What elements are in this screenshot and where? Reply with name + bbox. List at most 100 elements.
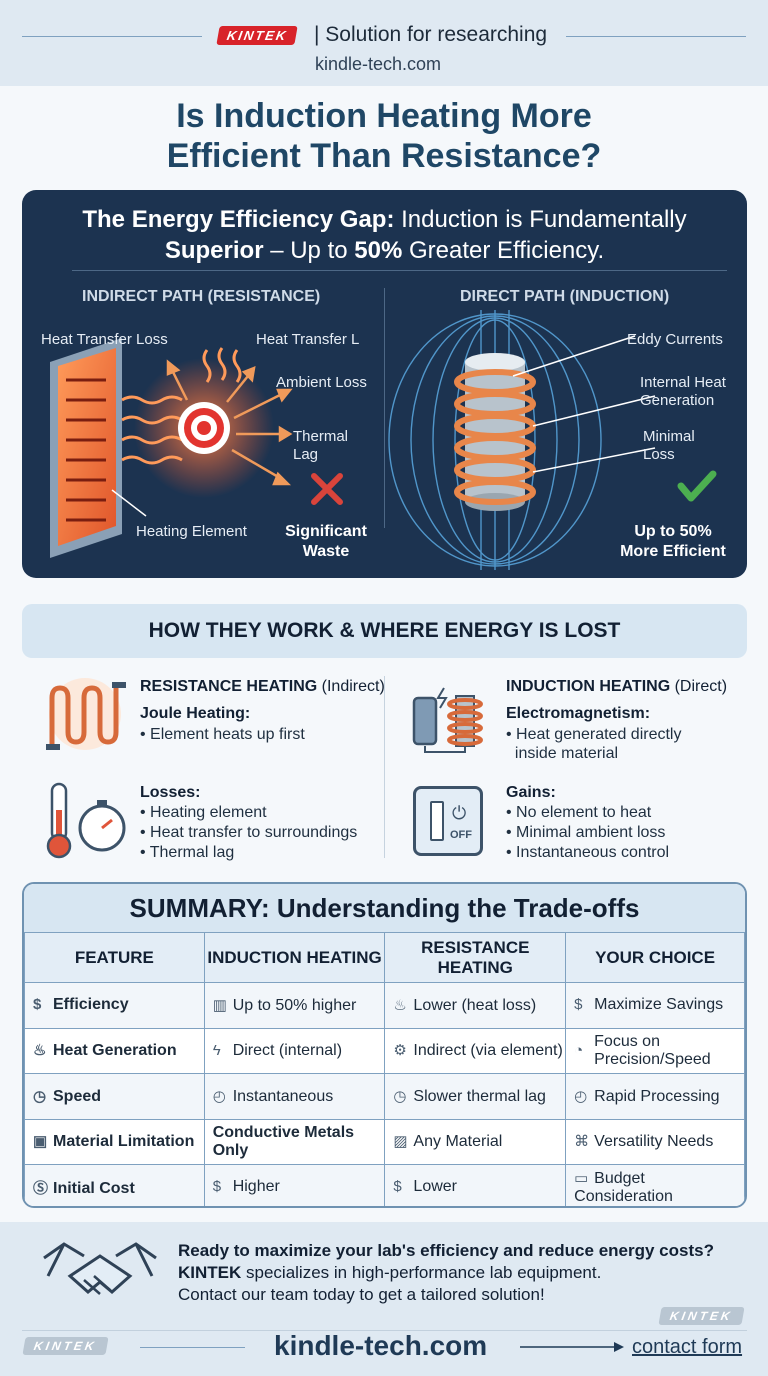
col-header-choice: YOUR CHOICE [565,932,745,983]
flame-icon: ♨ [393,996,407,1014]
gain-bullet-2: • Minimal ambient loss [506,824,666,841]
power-switch-icon: ⏻ OFF [413,786,483,856]
resistance-illustration [50,338,343,558]
clock-icon: ◷ [33,1087,47,1105]
label-heat-transfer-loss: Heat Transfer Loss [41,331,168,348]
cube-icon: ▣ [33,1133,48,1151]
footer-line-left [140,1347,245,1348]
table-row: $Efficiency ▥Up to 50% higher ♨Lower (he… [24,982,745,1029]
hatched-square-icon: ▨ [393,1133,408,1151]
loss-bullet-3: • Thermal lag [140,844,235,861]
dollar-coin-icon: Ⓢ [33,1179,49,1197]
header-site-link[interactable]: kindle-tech.com [315,54,442,74]
cell-resistance: ♨Lower (heat loss) [384,982,567,1029]
label-minimal: Minimal [643,428,695,445]
cell-induction: ▥Up to 50% higher [203,982,386,1029]
cta-text: Ready to maximize your lab's efficiency … [178,1241,714,1304]
induction-coil-icon [412,687,483,753]
cell-induction: ◴Instantaneous [203,1073,386,1120]
cell-induction: $Higher [203,1164,386,1206]
induction-heating-heading: INDUCTION HEATING (Direct) [506,678,728,695]
cell-feature: ◷Speed [24,1073,205,1120]
footer-kintek-logo-right: KINTEK [658,1307,745,1325]
money-bag-icon: $ [212,1178,222,1196]
header-tagline: | Solution for researching [314,23,548,46]
how-section-title: HOW THEY WORK & WHERE ENERGY IS LOST [148,619,621,642]
label-heating-element: Heating Element [136,523,247,540]
how-section-banner: HOW THEY WORK & WHERE ENERGY IS LOST [22,604,747,658]
label-internal-heat: Internal Heat [640,374,726,391]
induction-illustration [388,310,717,570]
table-row: ◷Speed ◴Instantaneous ◷Slower thermal la… [24,1073,745,1120]
check-icon [677,470,717,502]
cell-choice: ▭Budget Consideration [565,1164,745,1206]
network-icon: ⌘ [574,1133,590,1151]
verdict-waste: Significant Waste [285,523,367,560]
induction-bullet-1: • Heat generated directly [506,726,682,743]
cell-resistance: $Lower [384,1164,567,1206]
how-divider [384,676,385,858]
kintek-logo: KINTEK [216,26,299,45]
dollar-down-icon: $ [393,1178,402,1196]
gain-bullet-3: • Instantaneous control [506,844,670,861]
header-divider-left [22,36,202,37]
gain-bullet-1: • No element to heat [506,804,652,821]
cell-resistance: ▨Any Material [384,1118,567,1165]
title-line-2: Efficient Than Resistance? [166,137,602,175]
lightning-icon: ϟ [212,1041,221,1059]
loss-bullet-1: • Heating element [140,804,267,821]
summary-title: SUMMARY: Understanding the Trade-offs [24,884,745,932]
contact-form-link[interactable]: contact form [632,1336,743,1358]
wallet-icon: ▭ [574,1169,589,1187]
power-symbol: ⏻ [452,803,467,823]
cell-feature: ▣Material Limitation [24,1118,205,1165]
resistance-heating-heading: RESISTANCE HEATING (Indirect) [140,678,385,695]
efficiency-gap-title: The Energy Efficiency Gap: Induction is … [82,206,687,264]
cell-resistance: ⚙Indirect (via element) [384,1027,567,1074]
col-header-resistance: RESISTANCE HEATING [384,932,567,983]
footer-site-link[interactable]: kindle-tech.com [274,1330,488,1361]
stopwatch-icon: ◴ [212,1087,226,1105]
table-row: ▣Material Limitation Conductive Metals O… [24,1118,745,1165]
resistance-bullet: • Element heats up first [140,726,305,743]
cell-choice: ⌘Versatility Needs [565,1118,745,1165]
header-divider-right [566,36,746,37]
clock-icon: ◷ [393,1087,407,1105]
page-title: Is Induction Heating More Efficient Than… [0,96,768,176]
label-lag: Lag [293,446,319,463]
joule-heating-label: Joule Heating: [140,705,251,722]
arrow-right-icon [520,1342,624,1352]
gains-label: Gains: [506,784,556,801]
label-ambient-loss: Ambient Loss [276,374,367,391]
switch-off-label: OFF [450,829,472,841]
direct-path-heading: DIRECT PATH (INDUCTION) [460,288,670,305]
indirect-path-heading: INDIRECT PATH (RESISTANCE) [82,288,321,305]
timer-icon: ◴ [574,1087,588,1105]
verdict-efficient: Up to 50% More Efficient [620,523,726,560]
cross-icon [311,473,343,505]
col-header-feature: FEATURE [24,932,205,983]
summary-table-card: SUMMARY: Understanding the Trade-offs FE… [22,882,747,1208]
cell-induction: Conductive Metals Only [203,1118,386,1165]
cell-resistance: ◷Slower thermal lag [384,1073,567,1120]
switch-toggle [430,801,444,841]
cell-feature: ♨Heat Generation [24,1027,205,1074]
label-thermal: Thermal [293,428,349,445]
label-eddy-currents: Eddy Currents [627,331,723,348]
cell-feature: $Efficiency [24,982,205,1029]
savings-hand-icon: $ [33,996,42,1014]
losses-label: Losses: [140,784,201,801]
header-band [0,0,768,86]
footer-kintek-logo-left: KINTEK [22,1337,109,1355]
induction-bullet-1b: inside material [506,745,619,762]
label-generation: Generation [640,392,715,409]
loss-bullet-2: • Heat transfer to surroundings [140,824,358,841]
savings-icon: $ [574,996,583,1014]
handshake-icon [43,1242,157,1295]
label-loss: Loss [643,446,675,463]
efficiency-gap-panel: The Energy Efficiency Gap: Induction is … [22,190,747,578]
table-header-row: FEATURE INDUCTION HEATING RESISTANCE HEA… [24,932,745,983]
